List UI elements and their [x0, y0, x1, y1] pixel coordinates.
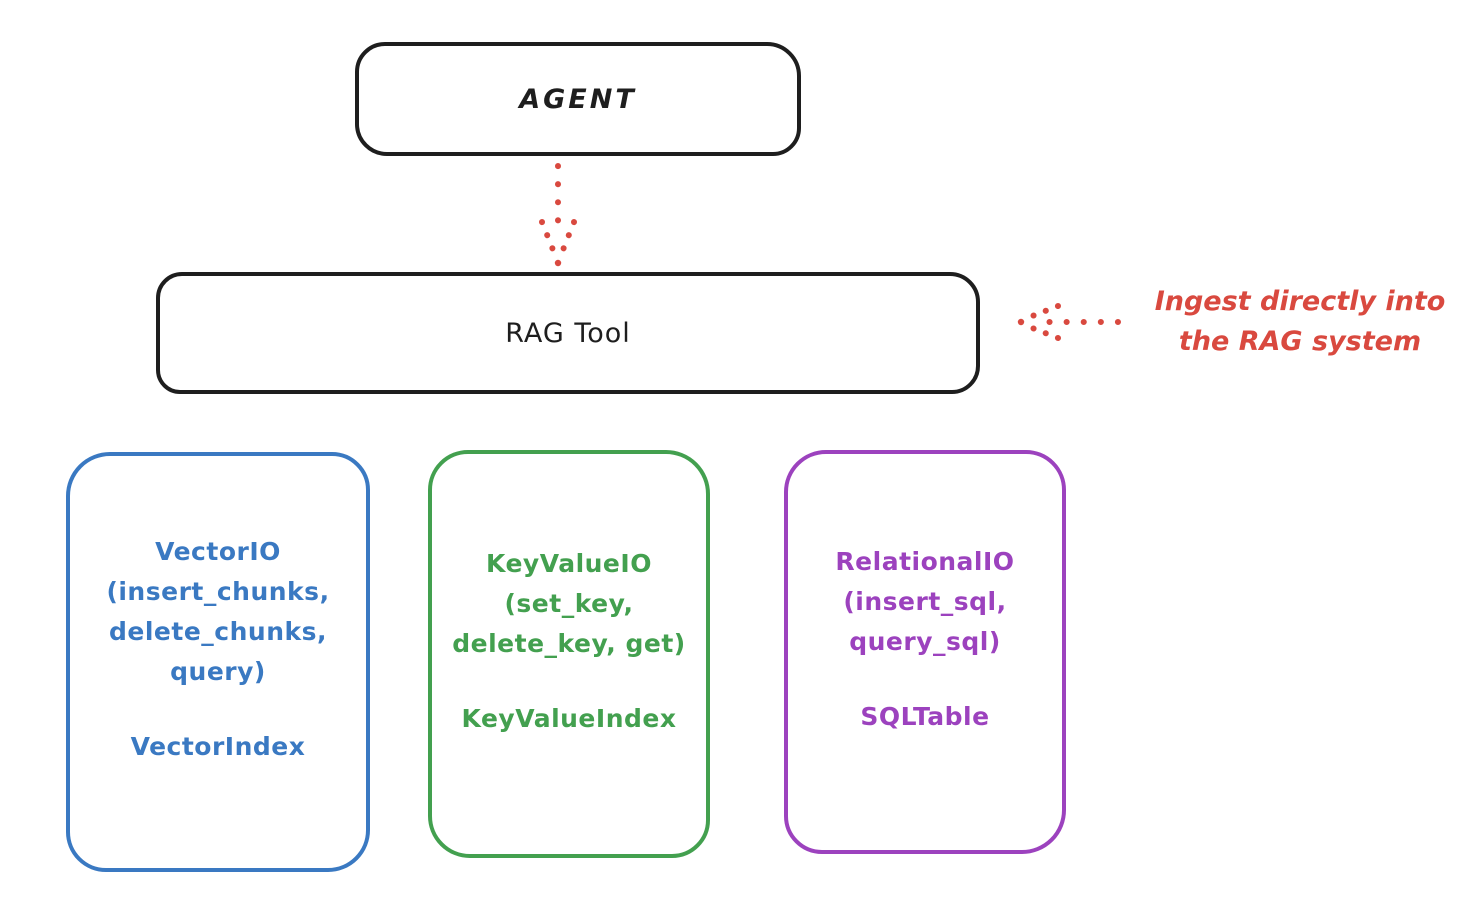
ingest-annotation-line1: Ingest directly into	[1154, 286, 1446, 317]
keyvalue-io-signature: KeyValueIO (set_key, delete_key, get)	[432, 544, 706, 664]
keyvalue-io-box: KeyValueIO (set_key, delete_key, get) Ke…	[428, 450, 710, 858]
diagram-text-line: delete_key, get)	[452, 629, 686, 658]
diagram-text-line: VectorIO	[155, 537, 281, 566]
diagram-text-line: RelationalIO	[835, 547, 1015, 576]
ingest-annotation-line2: the RAG system	[1178, 326, 1422, 357]
arrow-down-icon	[539, 163, 577, 267]
diagram-text-line: query)	[170, 657, 266, 686]
diagram-text-line: (set_key,	[504, 589, 634, 618]
agent-label: AGENT	[519, 83, 637, 115]
sql-table-label: SQLTable	[860, 702, 990, 731]
keyvalue-index-label: KeyValueIndex	[461, 704, 677, 733]
diagram-text-line: (insert_chunks,	[106, 577, 330, 606]
diagram-text-line: query_sql)	[849, 627, 1001, 656]
relational-io-signature: RelationalIO (insert_sql, query_sql)	[788, 542, 1062, 662]
arrow-left-icon	[1017, 303, 1121, 341]
agent-box: AGENT	[355, 42, 801, 156]
rag-tool-label: RAG Tool	[505, 317, 631, 349]
vector-io-signature: VectorIO (insert_chunks, delete_chunks, …	[70, 532, 366, 692]
vector-io-box: VectorIO (insert_chunks, delete_chunks, …	[66, 452, 370, 872]
relational-io-box: RelationalIO (insert_sql, query_sql) SQL…	[784, 450, 1066, 854]
rag-tool-box: RAG Tool	[156, 272, 980, 394]
diagram-text-line: KeyValueIO	[486, 549, 652, 578]
vector-index-label: VectorIndex	[130, 732, 306, 761]
diagram-text-line: (insert_sql,	[843, 587, 1007, 616]
diagram-text-line: delete_chunks,	[109, 617, 327, 646]
ingest-annotation: Ingest directly into the RAG system	[1130, 282, 1470, 362]
